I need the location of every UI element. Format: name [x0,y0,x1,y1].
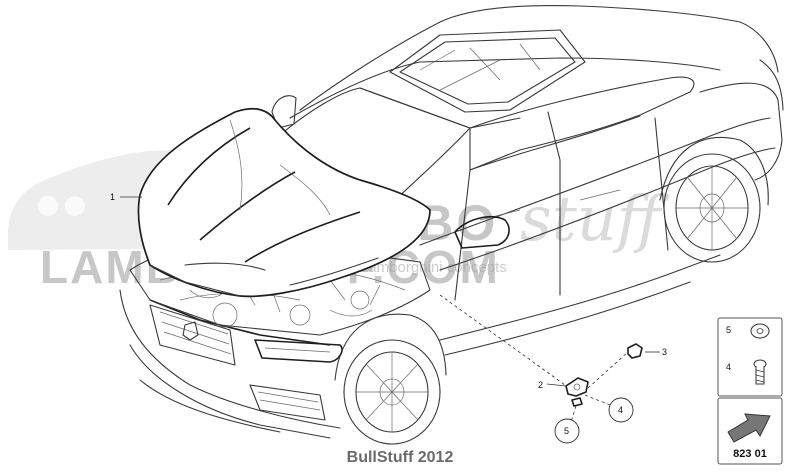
clip-part [627,343,643,359]
callout-5-circle [554,418,580,444]
latch-bracket [565,377,589,397]
footer-caption: BullStuff 2012 [346,449,454,466]
vehicle-body [119,4,784,445]
legend-graphics [717,317,783,465]
front-wheel [334,313,447,445]
callout-4-circle [608,397,634,423]
callout-2: 2 [538,380,543,390]
hood-panel [137,107,431,298]
washer-icon [750,323,770,339]
callout-5: 5 [564,426,569,436]
callouts: 1 2 3 4 5 [110,192,667,444]
legend-number-4: 4 [726,362,732,372]
watermark-tagline: Lamborghini concepts [360,259,507,276]
arrow-icon [727,413,771,443]
screw-icon [753,359,767,385]
legend-number-5: 5 [726,325,732,335]
callout-3: 3 [662,347,667,357]
rear-wheel [659,136,769,263]
callout-1: 1 [110,192,115,202]
callout-leaders [120,196,660,387]
diagram-code: 823 01 [733,448,767,460]
hardware-parts [439,294,643,426]
legend-box [717,317,783,397]
callout-4: 4 [618,405,623,415]
